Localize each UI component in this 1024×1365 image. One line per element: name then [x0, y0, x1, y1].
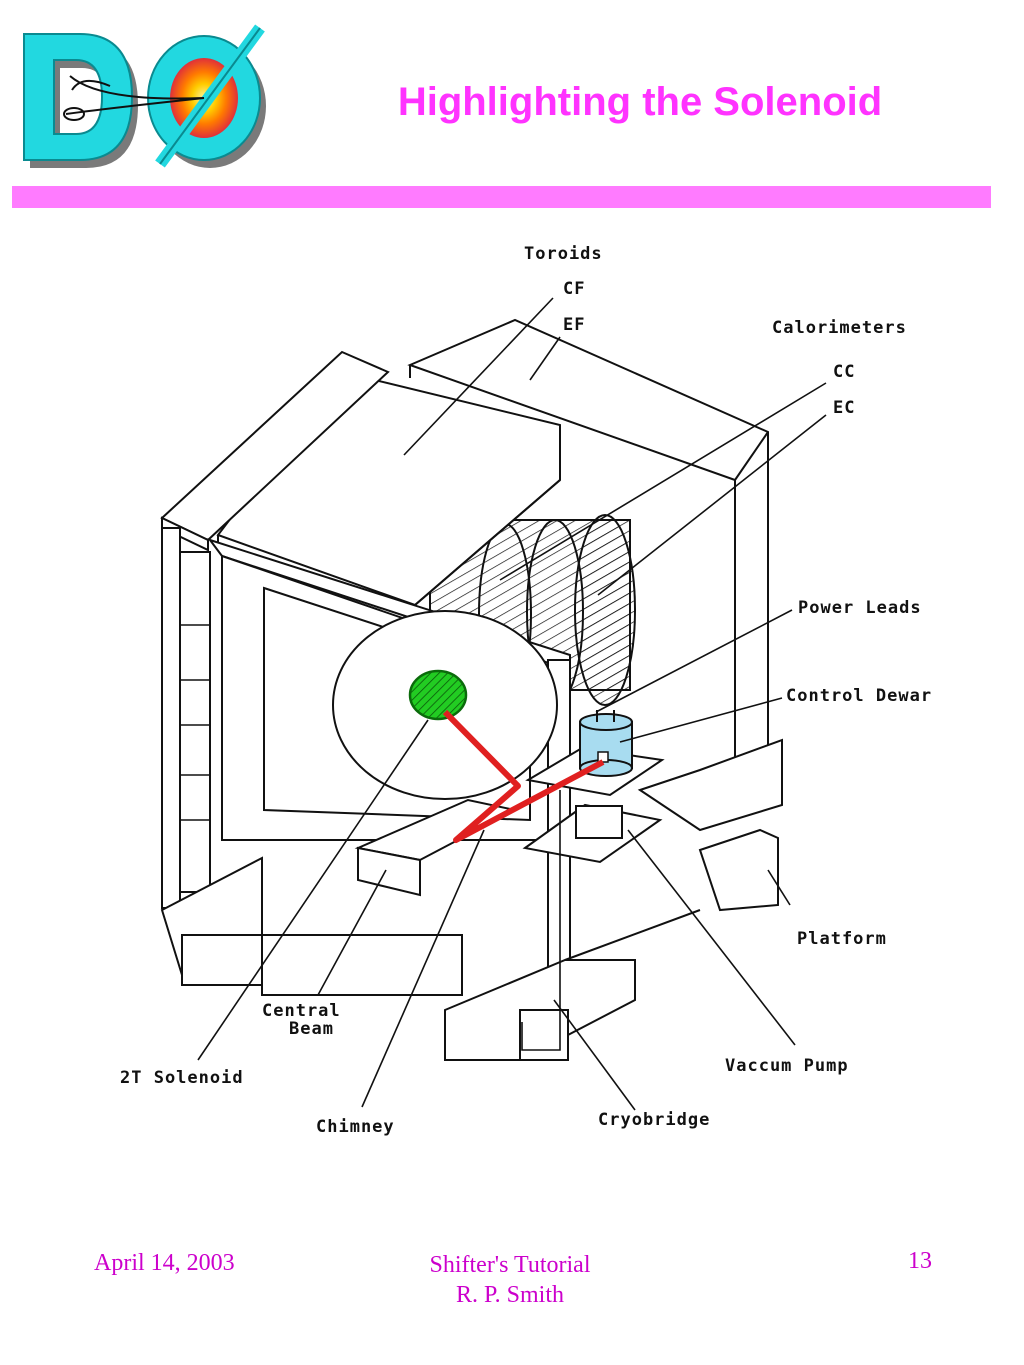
- label-control-dewar: Control Dewar: [786, 686, 932, 706]
- footer-date: April 14, 2003: [94, 1250, 235, 1276]
- platform: [160, 738, 783, 1061]
- label-toroids: Toroids: [524, 244, 603, 264]
- detector-diagram: Toroids CF EF Calorimeters CC EC Power L…: [120, 244, 932, 1137]
- footer-center: Shifter's Tutorial R. P. Smith: [360, 1250, 660, 1310]
- label-central-beam-line1: Central: [262, 1001, 341, 1021]
- label-power-leads: Power Leads: [798, 598, 922, 618]
- page-number: 13: [908, 1248, 932, 1274]
- label-central-beam-line2: Beam: [289, 1019, 334, 1039]
- label-chimney: Chimney: [316, 1117, 395, 1137]
- label-vaccum-pump: Vaccum Pump: [725, 1056, 849, 1076]
- footer-center-line2: R. P. Smith: [455, 1282, 565, 1308]
- label-2t-solenoid: 2T Solenoid: [120, 1068, 244, 1088]
- d0-logo: [23, 24, 266, 168]
- slide-title: Highlighting the Solenoid: [397, 80, 883, 124]
- footer-center-line1: Shifter's Tutorial: [429, 1252, 591, 1278]
- label-ef: EF: [563, 315, 585, 335]
- label-ec: EC: [833, 398, 855, 418]
- logo-d-shape: [23, 33, 134, 161]
- label-platform: Platform: [797, 929, 887, 949]
- logo-track-lines: [65, 75, 205, 115]
- leader-lines: [197, 297, 827, 1111]
- solenoid-highlight: [408, 669, 468, 721]
- label-cc: CC: [833, 362, 855, 382]
- chimney-highlight-path: [442, 709, 605, 843]
- control-dewar: [579, 710, 633, 777]
- title-rule: [12, 186, 991, 208]
- label-calorimeters: Calorimeters: [772, 318, 907, 338]
- label-cf: CF: [563, 279, 585, 299]
- label-cryobridge: Cryobridge: [598, 1110, 710, 1130]
